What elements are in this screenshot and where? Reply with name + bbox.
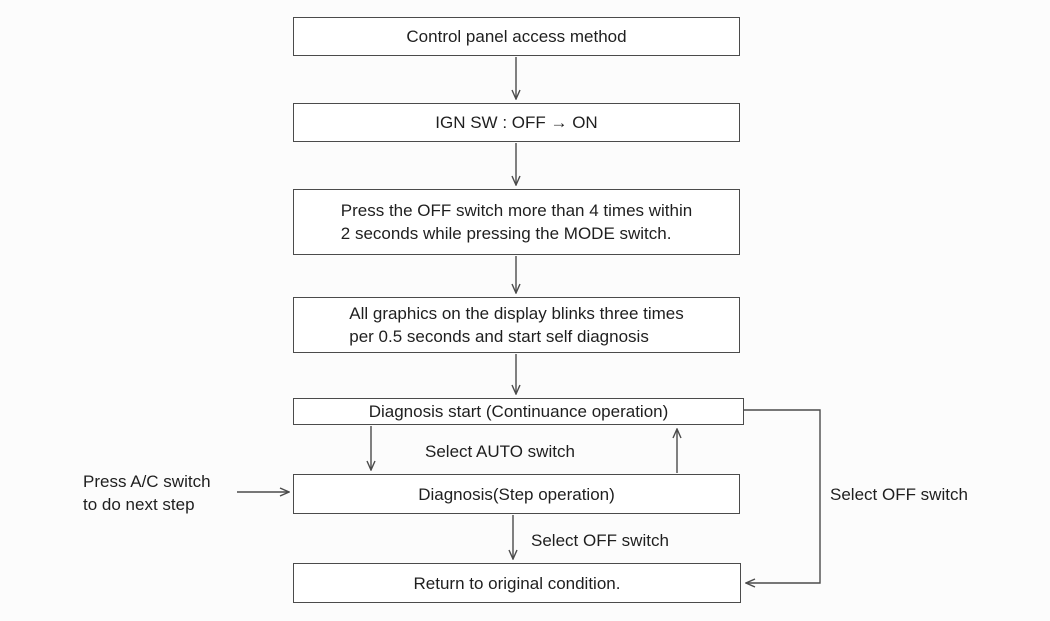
node-return-original: Return to original condition. bbox=[293, 563, 741, 603]
node-ign-sw-label: IGN SW : OFF → ON bbox=[435, 113, 598, 132]
node-return-original-label: Return to original condition. bbox=[413, 573, 621, 593]
edge-label-press-ac: Press A/C switch to do next step bbox=[83, 472, 211, 514]
node-press-off-switch: Press the OFF switch more than 4 times w… bbox=[293, 189, 740, 255]
edge-label-select-off-continuance: Select OFF switch bbox=[830, 485, 968, 504]
node-graphics-blink: All graphics on the display blinks three… bbox=[293, 297, 740, 353]
edge-label-select-off-step: Select OFF switch bbox=[531, 531, 669, 550]
node-diagnosis-step: Diagnosis(Step operation) bbox=[293, 474, 740, 514]
node-diagnosis-start: Diagnosis start (Continuance operation) bbox=[293, 398, 744, 425]
node-press-off-switch-label: Press the OFF switch more than 4 times w… bbox=[340, 201, 693, 243]
node-access-method: Control panel access method bbox=[293, 17, 740, 56]
connector-start-to-return bbox=[744, 409, 821, 583]
node-ign-sw: IGN SW : OFF → ON bbox=[293, 103, 740, 142]
node-diagnosis-step-label: Diagnosis(Step operation) bbox=[418, 484, 615, 504]
node-graphics-blink-label: All graphics on the display blinks three… bbox=[349, 304, 684, 346]
edge-label-select-auto: Select AUTO switch bbox=[425, 442, 575, 461]
node-diagnosis-start-label: Diagnosis start (Continuance operation) bbox=[368, 402, 669, 421]
node-access-method-label: Control panel access method bbox=[406, 27, 627, 46]
